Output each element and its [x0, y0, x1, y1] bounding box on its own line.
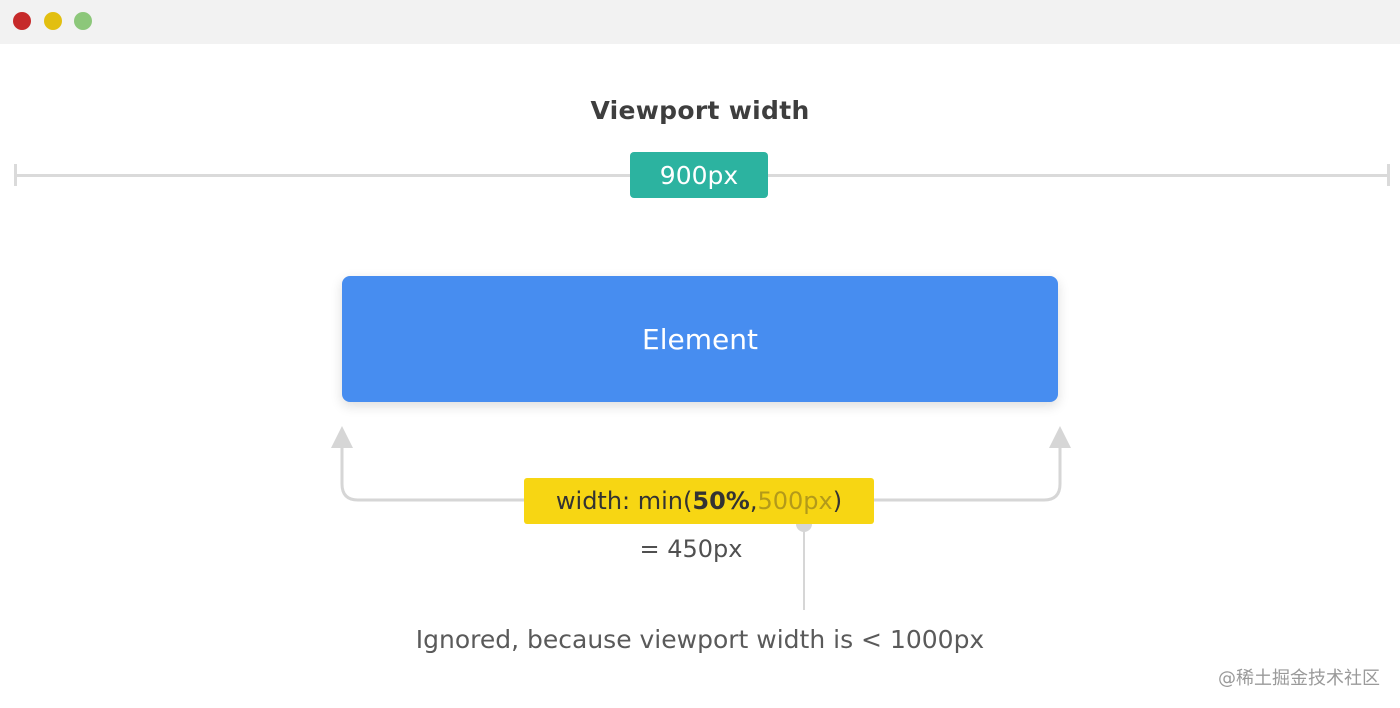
- formula-percent: 50%: [692, 487, 750, 515]
- left-arrowhead-icon: [331, 426, 353, 448]
- formula-suffix: ): [832, 487, 843, 515]
- close-window-icon[interactable]: [13, 12, 31, 30]
- ignored-note-text: Ignored, because viewport width is < 100…: [415, 625, 985, 654]
- viewport-width-badge: 900px: [630, 152, 768, 198]
- width-formula: width: min(50%, 500px): [524, 478, 874, 524]
- zoom-window-icon[interactable]: [74, 12, 92, 30]
- viewport-ruler-right-cap: [1387, 164, 1390, 186]
- window-titlebar: [0, 0, 1400, 44]
- right-bracket-line: [874, 444, 1062, 502]
- formula-prefix: width: min(: [555, 487, 693, 515]
- computed-result: = 450px: [639, 535, 743, 563]
- connector-lines: [331, 426, 1071, 610]
- watermark: @稀土掘金技术社区: [1218, 668, 1380, 689]
- formula-separator: ,: [749, 487, 758, 515]
- element-box: Element: [342, 276, 1058, 402]
- ignored-note: Ignored, because viewport width is < 100…: [0, 625, 1400, 654]
- formula-pixels: 500px: [757, 487, 833, 515]
- minimize-window-icon[interactable]: [44, 12, 62, 30]
- diagram-canvas: Viewport width 900px Element width: min(…: [0, 44, 1400, 708]
- left-bracket-line: [340, 444, 524, 502]
- right-arrowhead-icon: [1049, 426, 1071, 448]
- diagram-heading: Viewport width: [590, 96, 810, 125]
